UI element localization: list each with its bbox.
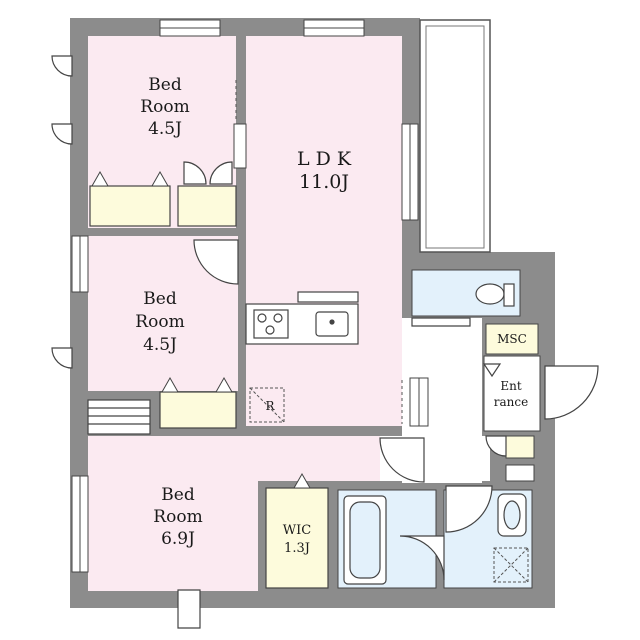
msc-closet [485, 323, 539, 355]
doors [51, 55, 599, 629]
door-washroom [445, 485, 493, 533]
closet-bed1-b [177, 185, 237, 227]
door-bed2-ext [51, 347, 73, 369]
balcony [419, 19, 491, 253]
door-closet-bed1 [183, 161, 207, 185]
bed2-label-3: 4.5J [143, 335, 177, 355]
bedroom-3-upper [152, 436, 402, 481]
closets [87, 185, 237, 435]
door-bed2 [193, 239, 239, 285]
door-bed1-ext-a [51, 55, 73, 77]
kitchen-shelf [297, 291, 359, 303]
door-bed1-ext-b [51, 123, 73, 145]
dashed-lines [235, 80, 403, 424]
bed3-label-2: Room [153, 507, 202, 527]
door-entrance-inner [482, 363, 502, 378]
entrance-label-1: Ent [500, 379, 521, 393]
door-bath [399, 535, 445, 581]
bed1-label-2: Room [140, 97, 189, 117]
toilet-icon [475, 283, 515, 307]
stair-steps [87, 399, 151, 435]
closet-door-marks [91, 170, 311, 489]
fridge: R [249, 387, 285, 423]
shoe-box [505, 435, 535, 459]
door-closet-bed1-b [209, 161, 233, 185]
ldk-label-1: L D K [297, 148, 352, 170]
entrance-label-2: rance [494, 395, 528, 409]
ldk-label-2: 11.0J [299, 171, 349, 193]
door-toilet [411, 317, 471, 327]
fridge-mark: R [265, 399, 275, 413]
wic-label-1: WIC [283, 523, 311, 538]
room-labels: Bed Room 4.5J L D K 11.0J Bed Room 4.5J … [135, 75, 528, 556]
bed2-label-2: Room [135, 312, 184, 332]
msc-label: MSC [497, 332, 527, 346]
bed1-label-1: Bed [148, 75, 182, 95]
ldk-room [246, 36, 402, 426]
bed1-label-3: 4.5J [148, 119, 182, 139]
shoe-box-2 [505, 464, 535, 482]
door-shoe [485, 435, 507, 457]
bed2-label-1: Bed [143, 289, 177, 309]
wic-room [265, 487, 329, 589]
bed3-label-3: 6.9J [161, 529, 195, 549]
wic-label-2: 1.3J [284, 541, 310, 556]
washbasin-icon [497, 493, 527, 537]
bed3-label-1: Bed [161, 485, 195, 505]
closet-bed1-a [89, 185, 171, 227]
windows [71, 19, 429, 573]
door-corridor [379, 437, 425, 483]
kitchen-counter [245, 291, 359, 345]
bathtub-icon [343, 495, 387, 585]
door-bed3-ext [177, 589, 201, 629]
closet-bed2 [159, 391, 237, 429]
door-entrance [544, 365, 599, 420]
washer-pan-icon [493, 547, 529, 583]
